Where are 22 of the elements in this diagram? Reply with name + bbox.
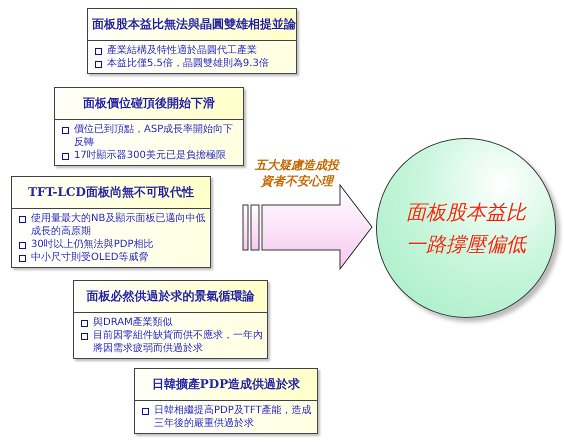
text-box [11,176,211,268]
list-item-text: 與DRAM產業類似 [93,317,173,328]
list-item-text: 產業結構及特性適於晶圓代工產業 [107,45,257,56]
edge-label: 五大疑慮造成投資者不安心理 [254,157,342,189]
box-heading: TFT-LCD面板尚無不可取代性 [12,177,210,209]
list-item-text: 目前因零組件缺貨而供不應求，一年內將因需求疲弱而供過於求 [93,330,263,354]
list-item-text: 價位已到頂點，ASP成長率開始向下反轉 [74,124,234,148]
text-box [134,368,318,434]
text-box [87,8,297,74]
list-item-text: 30吋以上仍無法與PDP相比 [31,239,154,250]
text-box [54,87,244,166]
box-heading: 日韓擴產PDP造成供過於求 [135,369,317,401]
box-heading: 面板股本益比無法與晶圓雙雄相提並論 [88,9,296,41]
list-item-text: 日韓相繼提高PDP及TFT產能，造成三年後的嚴重供過於求 [154,405,312,429]
box-heading: 面板必然供過於求的景氣循環論 [74,281,267,313]
list-item-text: 使用量最大的NB及顯示面板已邁向中低成長的高原期 [31,213,206,237]
list-item-text: 中小尺寸則受OLED等威脅 [31,252,148,263]
text-box [73,280,268,359]
circle-text: 面板股本益比一路撐壓偏低 [405,199,528,258]
list-item-text: 本益比僅5.5倍，晶圓雙雄則為9.3倍 [107,58,269,69]
box-heading: 面板價位碰頂後開始下滑 [55,88,243,120]
list-item-text: 17吋顯示器300美元已是負擔極限 [74,150,226,161]
